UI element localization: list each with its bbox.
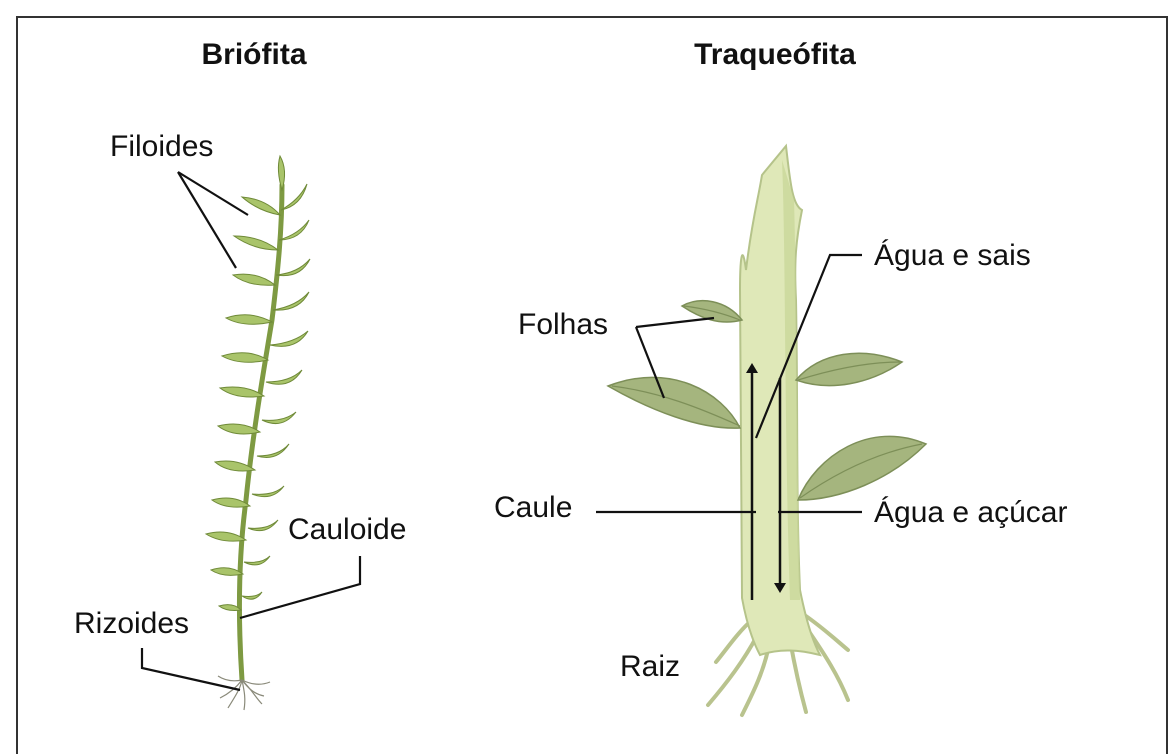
cauloid-leader (240, 556, 360, 618)
label-phylloids: Filoides (110, 130, 213, 163)
label-water-salts: Água e sais (874, 239, 1031, 272)
tracheophyte-title: Traqueófita (694, 38, 856, 71)
label-leaves: Folhas (518, 308, 608, 341)
phylloids-leader-1 (178, 172, 248, 215)
label-root: Raiz (620, 650, 680, 683)
label-cauloid: Cauloide (288, 513, 406, 546)
moss-illustration (206, 156, 310, 710)
moss-rhizoids (218, 676, 270, 710)
label-water-sugar: Água e açúcar (874, 496, 1067, 529)
label-rhizoids: Rizoides (74, 607, 189, 640)
phylloids-leader-2 (178, 172, 236, 268)
bryophyte-title: Briófita (202, 38, 307, 71)
rhizoids-leader (142, 648, 240, 690)
tracheophyte-illustration (608, 146, 926, 715)
diagram-frame (17, 17, 1167, 754)
leaves-leader-1 (636, 318, 714, 327)
label-stem: Caule (494, 491, 572, 524)
